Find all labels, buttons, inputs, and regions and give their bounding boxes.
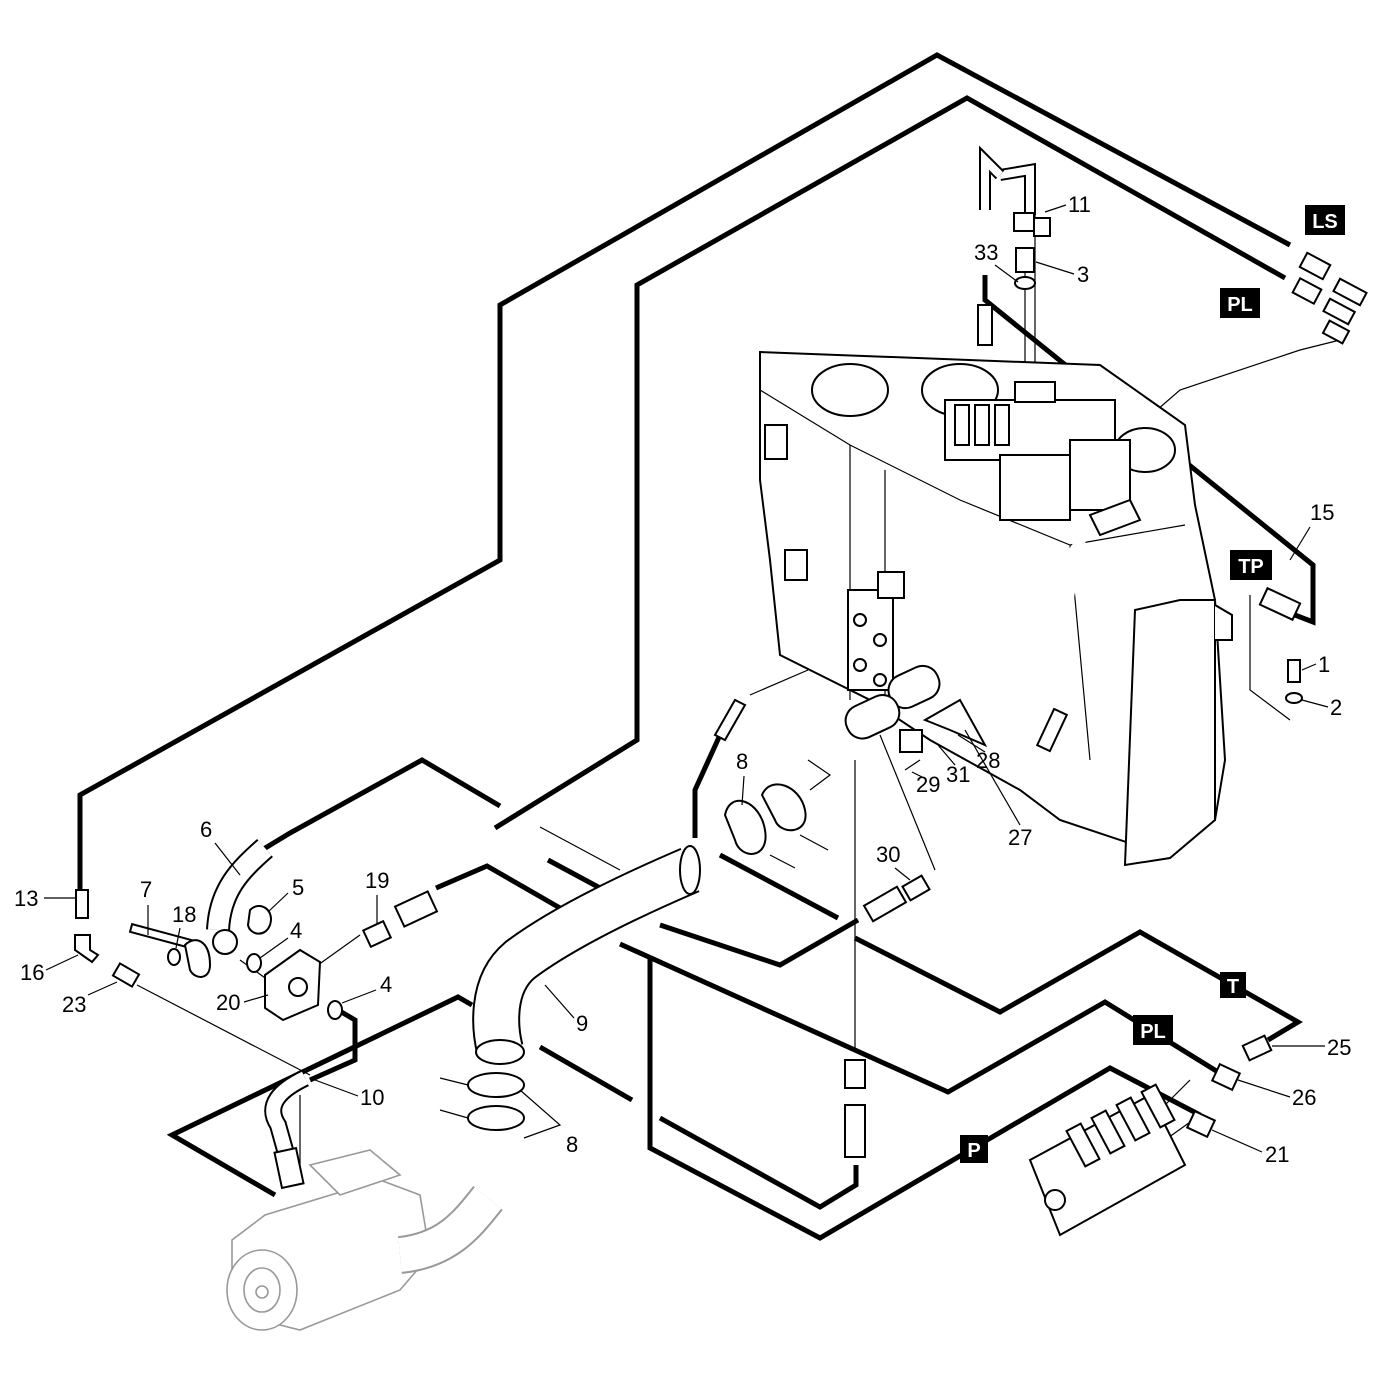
callout-30: 30 — [876, 842, 900, 867]
route-pl-top — [493, 95, 1287, 831]
callout-31: 31 — [946, 762, 970, 787]
fitting-3 — [977, 247, 1036, 346]
tp-fitting — [1258, 586, 1302, 622]
pipe-9 — [472, 845, 701, 1065]
svg-text:P: P — [967, 1140, 980, 1162]
fitting-30-b — [862, 885, 908, 923]
tag-tp: TP — [1230, 550, 1272, 580]
hydraulic-pump — [226, 1149, 503, 1331]
tube-27 — [943, 498, 1142, 725]
route-pl-bottom — [618, 941, 1220, 1095]
right-fittings — [1185, 1034, 1273, 1139]
route-ls — [77, 52, 1292, 890]
hose-end-left — [713, 698, 747, 742]
clamp-28-31 — [844, 664, 988, 771]
callout-5: 5 — [292, 875, 304, 900]
hose-10 — [264, 1069, 310, 1190]
callout-9: 9 — [576, 1011, 588, 1036]
tag-pl-top: PL — [1220, 288, 1260, 318]
svg-text:TP: TP — [1238, 556, 1264, 578]
route-6 — [260, 757, 502, 853]
callout-27: 27 — [1008, 825, 1032, 850]
route-10 — [166, 994, 474, 1198]
tag-p: P — [960, 1135, 988, 1163]
callout-16: 16 — [20, 960, 44, 985]
callout-10: 10 — [360, 1085, 384, 1110]
hose-routing-lines — [77, 52, 1316, 1241]
route-p-left — [538, 1044, 634, 1103]
route-center — [718, 852, 840, 921]
clamps-8-upper — [723, 783, 829, 869]
tag-pl-bottom: PL — [1133, 1015, 1173, 1045]
part-callouts: 1 2 3 4 4 5 6 7 8 8 9 10 11 13 15 16 18 … — [14, 192, 1351, 1167]
route-t2 — [853, 929, 1303, 1043]
route-tp — [982, 275, 1316, 626]
callout-11: 11 — [1068, 192, 1091, 217]
svg-text:PL: PL — [1140, 1021, 1166, 1043]
hose-6 — [206, 838, 273, 955]
bolt-1 — [1285, 659, 1303, 704]
callout-8a: 8 — [736, 749, 748, 774]
route-dash1 — [546, 857, 602, 891]
callout-26: 26 — [1292, 1085, 1316, 1110]
tag-t: T — [1220, 972, 1246, 998]
fitting-30 — [901, 874, 931, 902]
callout-8b: 8 — [566, 1132, 578, 1157]
callout-7: 7 — [140, 877, 152, 902]
callout-19: 19 — [365, 868, 389, 893]
tube-11 — [979, 145, 1051, 237]
svg-text:T: T — [1227, 976, 1239, 998]
route-p — [647, 958, 1202, 1241]
valve-bank — [1028, 1083, 1187, 1237]
callout-4a: 4 — [290, 918, 302, 943]
callout-33: 33 — [974, 240, 998, 265]
route-10b — [308, 1007, 358, 1083]
callout-6: 6 — [200, 817, 212, 842]
callout-13: 13 — [14, 886, 38, 911]
callout-4b: 4 — [380, 972, 392, 997]
center-fittings — [844, 1059, 866, 1158]
left-fittings — [74, 889, 439, 1022]
callout-18: 18 — [172, 902, 196, 927]
callout-25: 25 — [1327, 1035, 1351, 1060]
callout-3: 3 — [1077, 262, 1089, 287]
svg-text:LS: LS — [1312, 211, 1338, 233]
route-left-drop — [692, 733, 723, 838]
hose-ends-top-right — [1291, 251, 1368, 345]
callout-28: 28 — [976, 748, 1000, 773]
clamps-8-lower — [439, 1072, 525, 1131]
tag-ls: LS — [1305, 205, 1345, 235]
route-p-mid — [658, 1115, 859, 1210]
callout-2: 2 — [1330, 695, 1342, 720]
callout-23: 23 — [62, 992, 86, 1017]
svg-text:PL: PL — [1227, 294, 1253, 316]
callout-15: 15 — [1310, 500, 1334, 525]
callout-21: 21 — [1265, 1142, 1289, 1167]
callout-1: 1 — [1318, 652, 1330, 677]
route-t — [659, 917, 860, 968]
callout-20: 20 — [216, 990, 240, 1015]
route-19 — [435, 863, 562, 911]
control-valve-top — [944, 381, 1131, 521]
